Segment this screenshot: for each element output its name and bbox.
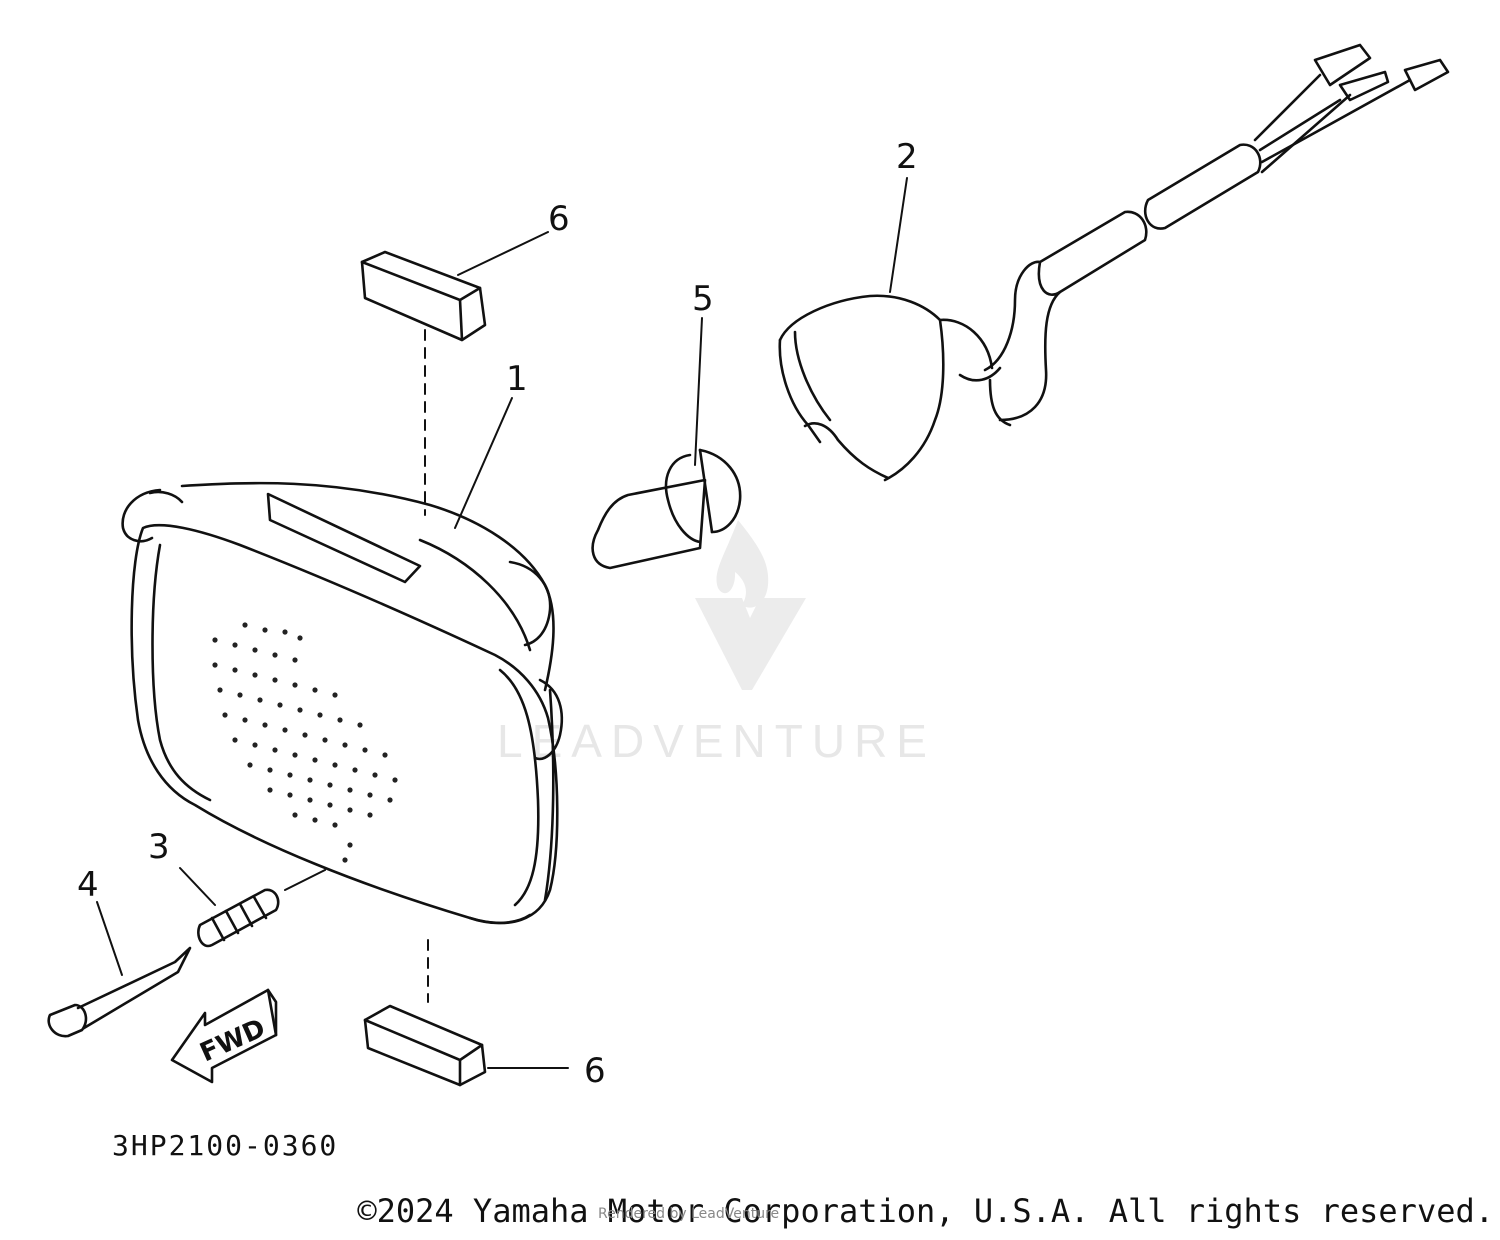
callout-4: 4 — [77, 865, 99, 905]
headlight-assembly — [121, 481, 564, 925]
copyright-notice: ©2024 Yamaha Motor Corporation, U.S.A. A… — [357, 1192, 1494, 1230]
leader-lines — [96, 177, 908, 1069]
watermark: LEADVENTURE — [497, 520, 936, 767]
damper-top — [360, 250, 487, 342]
fwd-arrow-icon — [170, 988, 278, 1084]
callout-6-bottom: 6 — [584, 1051, 606, 1091]
watermark-brand: LEADVENTURE — [497, 715, 936, 767]
socket-cord — [778, 43, 1450, 482]
screw — [47, 946, 192, 1038]
callout-3: 3 — [148, 827, 170, 867]
callout-1: 1 — [506, 359, 528, 399]
rendered-by-note: Rendered by LeadVenture — [598, 1206, 780, 1222]
damper-bottom — [363, 1004, 487, 1087]
spring — [197, 888, 280, 948]
fwd-label: FWD — [196, 1013, 270, 1068]
callout-6-top: 6 — [548, 199, 570, 239]
callout-5: 5 — [692, 279, 714, 319]
lens-pattern — [212, 622, 398, 863]
diagram-code: 3HP2100-0360 — [112, 1129, 338, 1162]
bulb — [591, 448, 742, 570]
callout-2: 2 — [896, 137, 918, 177]
flame-v-logo-icon — [695, 520, 806, 690]
